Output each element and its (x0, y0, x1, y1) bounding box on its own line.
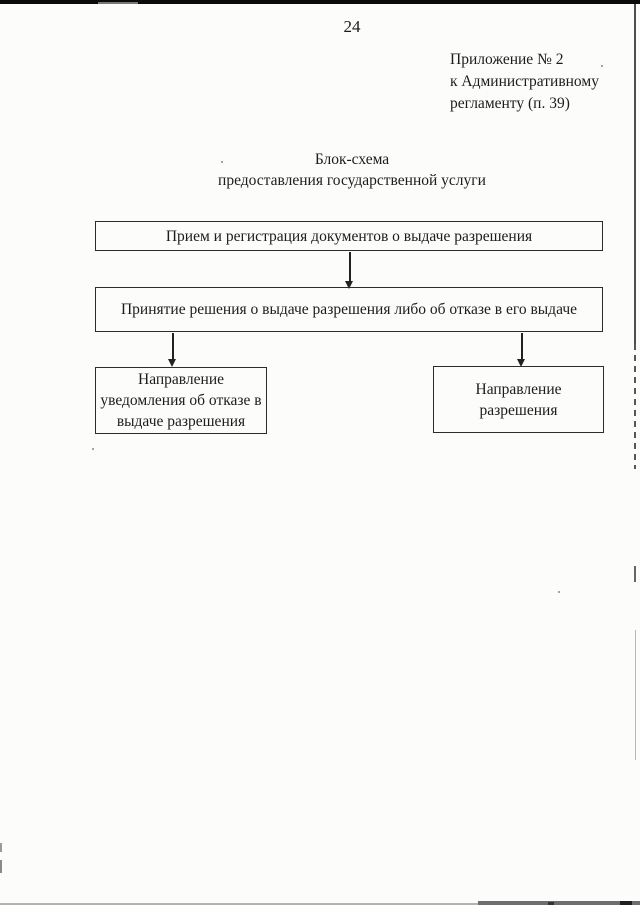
arrow-down-head (168, 359, 176, 367)
scan-artifact-right-line-mid (634, 566, 636, 582)
scan-artifact-top-edge (0, 0, 640, 4)
appendix-line: Приложение № 2 (450, 51, 564, 68)
arrow-down-head (345, 281, 353, 289)
document-title: Блок-схема предоставления государственно… (60, 149, 640, 191)
arrow-down-line (172, 333, 174, 361)
appendix-line: регламенту (п. 39) (450, 95, 570, 112)
arrow-down-line (521, 333, 523, 361)
scan-artifact-speck (558, 591, 560, 593)
flowchart-box-reception: Прием и регистрация документов о выдаче … (95, 221, 603, 251)
flowchart-box-label: Прием и регистрация документов о выдаче … (165, 227, 533, 245)
document-title-line: предоставления государственной услуги (218, 172, 486, 189)
scan-artifact-left-mark (0, 860, 2, 873)
scan-artifact-right-line-dashed (634, 344, 636, 469)
flowchart-box-label: Принятие решения о выдаче разрешения либ… (120, 301, 578, 318)
scan-artifact-bottom-edge (0, 903, 640, 905)
flowchart-box-label-line: Направление (475, 380, 562, 398)
scan-artifact-left-mark (0, 843, 2, 852)
flowchart-box-refusal-notice: Направление уведомления об отказе в выда… (95, 367, 267, 434)
scan-artifact-speck (601, 65, 603, 67)
scan-artifact-bottom-right-line (478, 901, 640, 905)
scan-artifact-right-line-upper (634, 4, 636, 344)
appendix-reference: Приложение № 2 к Административному регла… (450, 49, 599, 115)
scan-artifact-right-line-lower (635, 630, 636, 760)
scan-artifact-top-edge-gap (98, 2, 138, 4)
flowchart-box-label-line: Направление (138, 371, 224, 388)
flowchart-box-decision: Принятие решения о выдаче разрешения либ… (95, 287, 603, 332)
scan-artifact-bottom-speck (620, 901, 632, 905)
page-number: 24 (343, 17, 361, 36)
appendix-line: к Административному (450, 73, 599, 90)
flowchart-box-label-line: выдаче разрешения (116, 413, 246, 430)
flowchart-box-label-line: уведомления об отказе в (100, 392, 262, 409)
scan-artifact-speck (221, 161, 223, 163)
flowchart-box-label-line: разрешения (479, 401, 558, 419)
scan-artifact-bottom-speck (548, 902, 554, 905)
document-title-line: Блок-схема (314, 151, 390, 168)
arrow-down-head (517, 359, 525, 367)
arrow-down-line (349, 252, 351, 283)
flowchart-box-permit-issue: Направление разрешения (433, 366, 604, 433)
scan-artifact-speck (92, 448, 94, 450)
